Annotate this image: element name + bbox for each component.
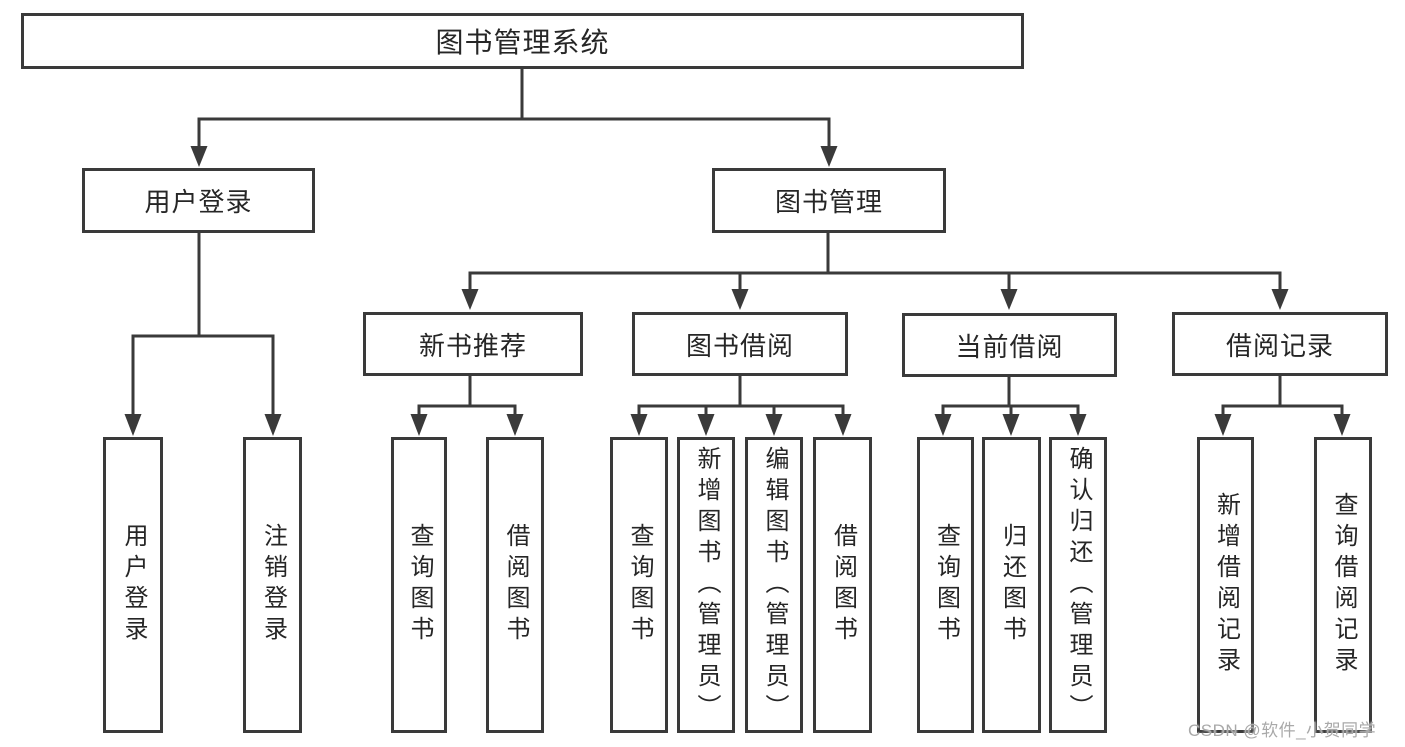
leaf-query-borrow-record: 查询借阅记录	[1314, 437, 1372, 733]
leaf-label: 查询图书	[932, 523, 960, 647]
leaf-confirm-return-admin: 确认归还（管理员）	[1049, 437, 1107, 733]
node-label: 借阅记录	[1225, 330, 1334, 361]
leaf-label: 新增图书（管理员）	[693, 445, 720, 725]
leaf-return-book: 归还图书	[982, 437, 1041, 733]
leaf-label: 查询借阅记录	[1330, 492, 1357, 678]
node-label: 新书推荐	[418, 330, 527, 361]
leaf-logout-login: 注销登录	[243, 437, 302, 733]
leaf-add-borrow-record: 新增借阅记录	[1197, 437, 1254, 733]
leaf-borrow-books: 借阅图书	[813, 437, 872, 733]
node-book-management: 图书管理	[712, 168, 946, 233]
leaf-add-book-admin: 新增图书（管理员）	[677, 437, 735, 733]
leaf-label: 归还图书	[998, 523, 1026, 647]
leaf-query-books: 查询图书	[610, 437, 668, 733]
node-label: 图书管理系统	[435, 27, 610, 58]
leaf-query-books: 查询图书	[391, 437, 447, 733]
leaf-label: 编辑图书（管理员）	[761, 445, 788, 725]
leaf-borrow-books: 借阅图书	[486, 437, 544, 733]
leaf-label: 确认归还（管理员）	[1065, 445, 1092, 725]
leaf-label: 注销登录	[259, 523, 287, 647]
leaf-label: 借阅图书	[829, 523, 857, 647]
node-current-borrow: 当前借阅	[902, 313, 1117, 377]
node-user-login: 用户登录	[82, 168, 315, 233]
leaf-label: 新增借阅记录	[1212, 492, 1240, 678]
node-root: 图书管理系统	[21, 13, 1024, 69]
node-new-book-recommend: 新书推荐	[363, 312, 583, 376]
leaf-edit-book-admin: 编辑图书（管理员）	[745, 437, 803, 733]
node-borrow-records: 借阅记录	[1172, 312, 1388, 376]
watermark: CSDN @软件_小贺同学	[1188, 721, 1377, 740]
node-book-borrow: 图书借阅	[632, 312, 848, 376]
leaf-label: 查询图书	[626, 523, 653, 647]
node-label: 图书管理	[774, 187, 883, 217]
leaf-label: 查询图书	[406, 523, 433, 647]
leaf-label: 借阅图书	[502, 523, 529, 647]
node-label: 图书借阅	[685, 330, 794, 361]
node-label: 用户登录	[144, 187, 253, 217]
node-label: 当前借阅	[955, 331, 1064, 362]
leaf-label: 用户登录	[120, 523, 147, 647]
leaf-user-login: 用户登录	[103, 437, 163, 733]
leaf-query-books: 查询图书	[917, 437, 974, 733]
